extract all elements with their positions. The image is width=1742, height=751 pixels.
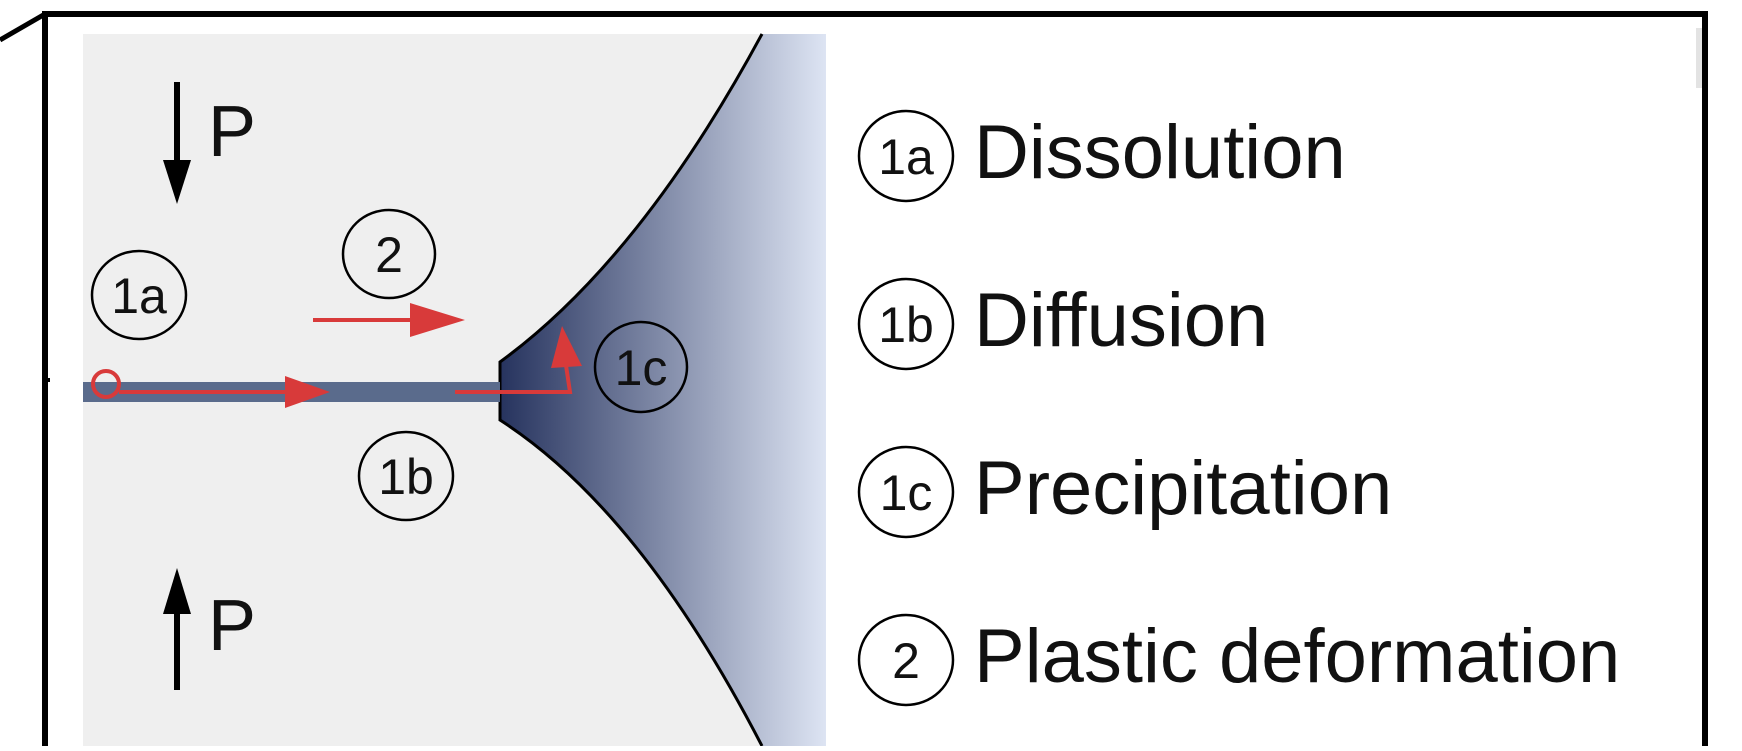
down-arrowhead-icon [163,160,191,204]
pressure-arrow-up [163,568,191,690]
pressure-label-bottom: P [208,586,256,666]
legend-marker-1c: 1c [880,465,933,521]
figure-frame [42,11,1708,751]
scrollbar-thumb [1696,28,1702,88]
marker-1c: 1c [593,320,689,414]
legend-label-precipitation: Precipitation [974,446,1392,531]
frame-tick [44,378,50,382]
legend-item-dissolution: 1a Dissolution [857,109,1346,203]
pressure-label-top: P [208,92,256,172]
legend-marker-1b: 1b [878,297,934,353]
marker-1a: 1a [90,249,188,341]
marker-2-label: 2 [375,227,403,283]
legend-marker-2: 2 [892,633,920,689]
legend-marker-1a: 1a [878,129,934,185]
plastic-arrowhead-icon [410,303,465,337]
pressure-arrow-down [163,82,191,204]
legend-label-diffusion: Diffusion [974,278,1268,363]
marker-1b: 1b [357,430,455,522]
marker-1b-label: 1b [378,449,434,505]
precipitation-arrowhead-icon [551,326,582,368]
legend-item-precipitation: 1c Precipitation [857,445,1392,539]
frame-corner-stroke [0,11,47,43]
marker-1a-label: 1a [111,268,167,324]
diffusion-path [91,369,296,399]
legend-label-dissolution: Dissolution [974,110,1346,195]
legend-item-plastic-deformation: 2 Plastic deformation [857,613,1620,707]
marker-2: 2 [341,208,437,300]
diffusion-arrowhead-icon [285,376,330,408]
lower-grain [83,373,762,746]
dissolution-site-marker [91,369,121,399]
marker-1c-label: 1c [615,340,668,396]
legend: 1a Dissolution 1b Diffusion 1c Precipita… [857,109,1620,707]
upper-grain [83,34,762,373]
legend-item-diffusion: 1b Diffusion [857,277,1268,371]
up-arrowhead-icon [163,568,191,614]
legend-label-plastic-deformation: Plastic deformation [974,614,1620,699]
